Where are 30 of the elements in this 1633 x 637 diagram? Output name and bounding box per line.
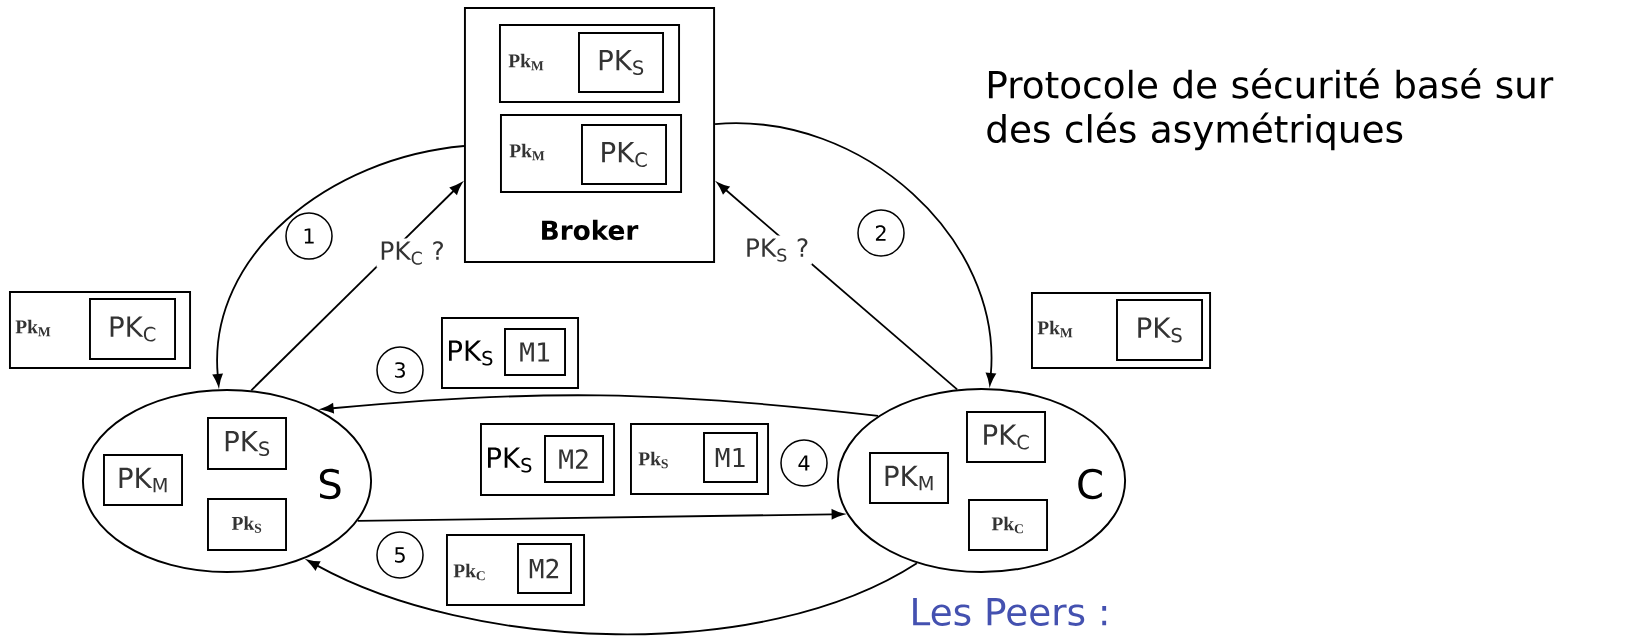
arrow xyxy=(307,559,918,636)
arrow xyxy=(717,182,958,391)
step-number: 4 xyxy=(780,439,828,487)
key-box: PK$_{M}$ xyxy=(103,454,183,506)
edge-label: PK$_{S}$ ? xyxy=(742,235,812,265)
step-number: 3 xyxy=(376,346,424,394)
key-box: PK$_{S}$ xyxy=(1116,299,1203,361)
key-box: PK$_{C}$ xyxy=(581,124,667,185)
key-box: M1 xyxy=(703,432,758,483)
key-box: PK$_{C}$ xyxy=(89,298,176,360)
arrow xyxy=(250,182,463,392)
key-box: Pk$_{S}$ xyxy=(207,498,287,551)
step-number: 5 xyxy=(376,531,424,579)
arrow xyxy=(321,394,879,417)
arrow xyxy=(356,509,844,522)
step-number: 1 xyxy=(285,212,333,260)
key-box: M2 xyxy=(544,435,604,483)
key-box: PK$_{C}$ xyxy=(966,411,1046,463)
edge-label: PK$_{C}$ ? xyxy=(376,238,448,268)
key-box: M1 xyxy=(504,328,566,376)
note: Les Peers : xyxy=(913,598,1107,626)
step-number: 2 xyxy=(857,209,905,257)
arrow xyxy=(714,122,996,386)
key-box: Pk$_{C}$ xyxy=(968,499,1048,551)
arrow xyxy=(212,145,465,387)
key-box: PK$_{M}$ xyxy=(869,452,949,504)
key-box: M2 xyxy=(517,543,572,594)
key-box: PK$_{S}$ xyxy=(578,32,664,93)
title: Protocole de sécurité basé sur des clés asymétriques xyxy=(987,68,1554,151)
key-box: PK$_{S}$ xyxy=(207,417,287,470)
